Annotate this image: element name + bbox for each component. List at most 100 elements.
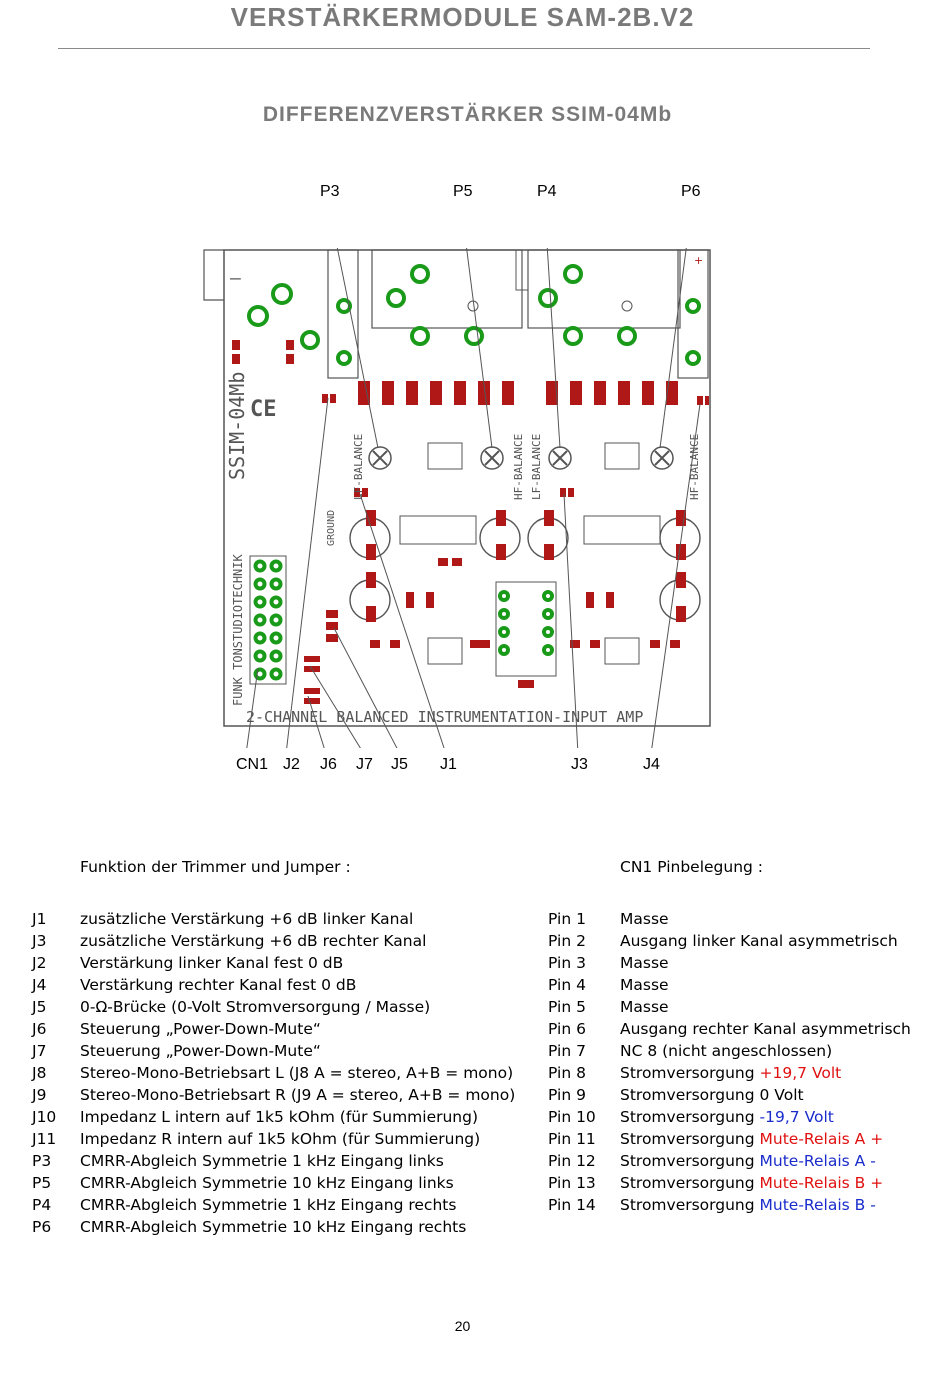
function-id: J11: [32, 1130, 57, 1148]
pin-number: Pin 14: [548, 1196, 596, 1214]
function-id: P6: [32, 1218, 52, 1236]
relay-rel1: [495, 581, 557, 677]
cap-pads: [366, 510, 686, 622]
pin-function-highlight: Mute-Relais B +: [759, 1174, 884, 1192]
trimmer-p5: [650, 446, 674, 470]
pin-number: Pin 3: [548, 954, 586, 972]
trimmer-p2: [480, 446, 504, 470]
function-text: Impedanz L intern auf 1k5 kOhm (für Summ…: [80, 1108, 479, 1126]
pin-number: Pin 13: [548, 1174, 596, 1192]
smd-pad-row-top: [358, 381, 678, 405]
label-p4: P4: [537, 183, 557, 200]
label-p6: P6: [681, 183, 701, 200]
rn2-array: [583, 515, 661, 545]
label-j1: J1: [440, 756, 457, 773]
function-text: CMRR-Abgleich Symmetrie 1 kHz Eingang re…: [80, 1196, 457, 1214]
pad-left-conn: [336, 350, 352, 366]
function-id: J1: [32, 910, 47, 928]
pad-cn2-b: [386, 288, 406, 308]
page-subtitle: DIFFERENZVERSTÄRKER SSIM-04Mb: [262, 103, 673, 126]
pin-function-highlight: Mute-Relais A -: [759, 1152, 876, 1170]
function-row: J4 Verstärkung rechter Kanal fest 0 dB: [0, 976, 950, 998]
pin-function: Stromversorgung 0 Volt: [620, 1086, 804, 1104]
label-j6: J6: [320, 756, 337, 773]
function-row: J1 zusätzliche Verstärkung +6 dB linker K…: [0, 910, 950, 932]
pin-number: Pin 6: [548, 1020, 586, 1038]
pad-dr2: [271, 283, 293, 305]
label-j3: J3: [571, 756, 588, 773]
function-row: J10 Impedanz L intern auf 1k5 kOhm (für S…: [0, 1108, 950, 1130]
pin-function-text: Stromversorgung 0 Volt: [620, 1086, 804, 1104]
function-text: Impedanz R intern auf 1k5 kOhm (für Summ…: [80, 1130, 481, 1148]
relay-pads: [498, 590, 554, 656]
plus-mark: +: [694, 254, 703, 267]
function-id: P5: [32, 1174, 52, 1192]
ic2: [427, 637, 463, 665]
label-j2: J2: [283, 756, 300, 773]
pin-function-text: Stromversorgung: [620, 1108, 760, 1126]
pad-cn3-b: [538, 288, 558, 308]
pin-function: Ausgang rechter Kanal asymmetrisch: [620, 1020, 911, 1038]
pin-number: Pin 8: [548, 1064, 586, 1082]
function-id: J10: [32, 1108, 57, 1126]
hf-balance-left: HF-BALANCE: [512, 434, 525, 500]
function-id: J4: [32, 976, 47, 994]
function-text: Verstärkung linker Kanal fest 0 dB: [80, 954, 344, 972]
cn1-header-outline: [249, 555, 287, 685]
cn1-header-pads: [253, 559, 283, 681]
pin-function: Stromversorgung Mute-Relais A -: [620, 1152, 876, 1170]
pad-cn3-c: [563, 326, 583, 346]
pad-cn3-d: [617, 326, 637, 346]
pin-function-text: Masse: [620, 910, 669, 928]
pin-function: Stromversorgung Mute-Relais A +: [620, 1130, 883, 1148]
pin-function-text: Ausgang rechter Kanal asymmetrisch: [620, 1020, 911, 1038]
function-text: Steuerung „Power-Down-Mute“: [80, 1042, 321, 1060]
functions-heading: Funktion der Trimmer und Jumper :: [80, 858, 351, 876]
pin-function-highlight: +19,7 Volt: [759, 1064, 842, 1082]
pin-function-highlight: Mute-Relais A +: [759, 1130, 884, 1148]
connector-left-outline: [327, 249, 359, 379]
label-j4: J4: [643, 756, 660, 773]
function-text: CMRR-Abgleich Symmetrie 1 kHz Eingang li…: [80, 1152, 444, 1170]
function-row: J11 Impedanz R intern auf 1k5 kOhm (für S…: [0, 1130, 950, 1152]
connector-mid-outline: [515, 249, 529, 291]
header-divider: [58, 48, 870, 49]
function-id: J5: [32, 998, 47, 1016]
pad-cn2-a: [410, 264, 430, 284]
label-j5: J5: [391, 756, 408, 773]
pin-function: NC 8 (nicht angeschlossen): [620, 1042, 832, 1060]
pin-number: Pin 10: [548, 1108, 596, 1126]
pin-function-text: Stromversorgung: [620, 1130, 760, 1148]
pad-left-conn2: [336, 298, 352, 314]
pcb-layout-diagram: SSIM-04Mb FUNK TONSTUDIOTECHNIK 2-CHANNE…: [203, 248, 711, 748]
pin-function-text: Masse: [620, 954, 669, 972]
function-id: J8: [32, 1064, 47, 1082]
function-text: Verstärkung rechter Kanal fest 0 dB: [80, 976, 357, 994]
pin-function-text: Masse: [620, 998, 669, 1016]
trimmer-p4: [548, 446, 572, 470]
function-row: P4 CMRR-Abgleich Symmetrie 1 kHz Eingang …: [0, 1196, 950, 1218]
pad-cn2-d: [464, 326, 484, 346]
pin-function-text: Stromversorgung: [620, 1152, 760, 1170]
pad-right-conn: [685, 350, 701, 366]
ic3: [604, 442, 640, 470]
label-j7: J7: [356, 756, 373, 773]
function-id: P3: [32, 1152, 52, 1170]
function-text: zusätzliche Verstärkung +6 dB linker Kan…: [80, 910, 414, 928]
function-text: Stereo-Mono-Betriebsart R (J9 A = stereo…: [80, 1086, 516, 1104]
pin-number: Pin 12: [548, 1152, 596, 1170]
function-id: J7: [32, 1042, 47, 1060]
pin-function-text: Masse: [620, 976, 669, 994]
pin-number: Pin 5: [548, 998, 586, 1016]
function-id: P4: [32, 1196, 52, 1214]
smd-pads-misc: [232, 340, 680, 648]
ic1: [427, 442, 463, 470]
function-id: J3: [32, 932, 47, 950]
board-side-label: SSIM-04Mb: [225, 372, 249, 480]
pin-function-text: NC 8 (nicht angeschlossen): [620, 1042, 833, 1060]
pin-function: Stromversorgung Mute-Relais B +: [620, 1174, 883, 1192]
function-id: J2: [32, 954, 47, 972]
